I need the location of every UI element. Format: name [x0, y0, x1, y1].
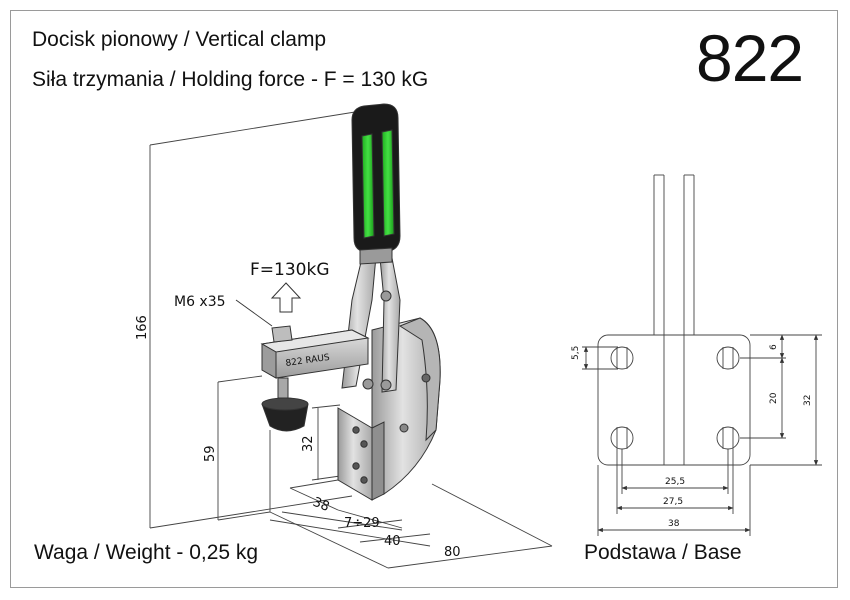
- dim-25-5: 25,5: [665, 477, 685, 487]
- base-view-drawing: [582, 174, 822, 536]
- spindle-label: M6 x35: [174, 294, 226, 310]
- drawing-frame: [10, 10, 838, 588]
- clamp-drawing: 822 RAUS: [260, 103, 441, 501]
- clamp-dimension-lines: [149, 111, 553, 569]
- dim-32-base: 32: [803, 395, 813, 406]
- title-line-2: Siła trzymania / Holding force - F = 130…: [32, 68, 429, 91]
- dim-7-29: 7÷29: [344, 516, 380, 531]
- spindle-leader: [235, 299, 273, 327]
- dim-40: 40: [384, 534, 401, 549]
- model-number: 822: [696, 21, 804, 95]
- title-line-1: Docisk pionowy / Vertical clamp: [32, 28, 327, 51]
- dim-38-base: 38: [668, 519, 680, 529]
- dim-20: 20: [769, 392, 779, 404]
- force-label: F=130kG: [250, 260, 330, 280]
- dim-80: 80: [444, 545, 461, 560]
- base-label: Podstawa / Base: [584, 541, 742, 564]
- dim-38: 38: [311, 495, 332, 515]
- dim-59: 59: [203, 445, 218, 462]
- dim-32: 32: [301, 435, 316, 452]
- weight-label: Waga / Weight - 0,25 kg: [34, 541, 259, 564]
- dim-6: 6: [769, 344, 779, 350]
- dim-5-5: 5,5: [571, 346, 581, 360]
- dim-27-5: 27,5: [663, 497, 683, 507]
- force-arrow: [270, 282, 302, 313]
- dim-166: 166: [135, 315, 150, 340]
